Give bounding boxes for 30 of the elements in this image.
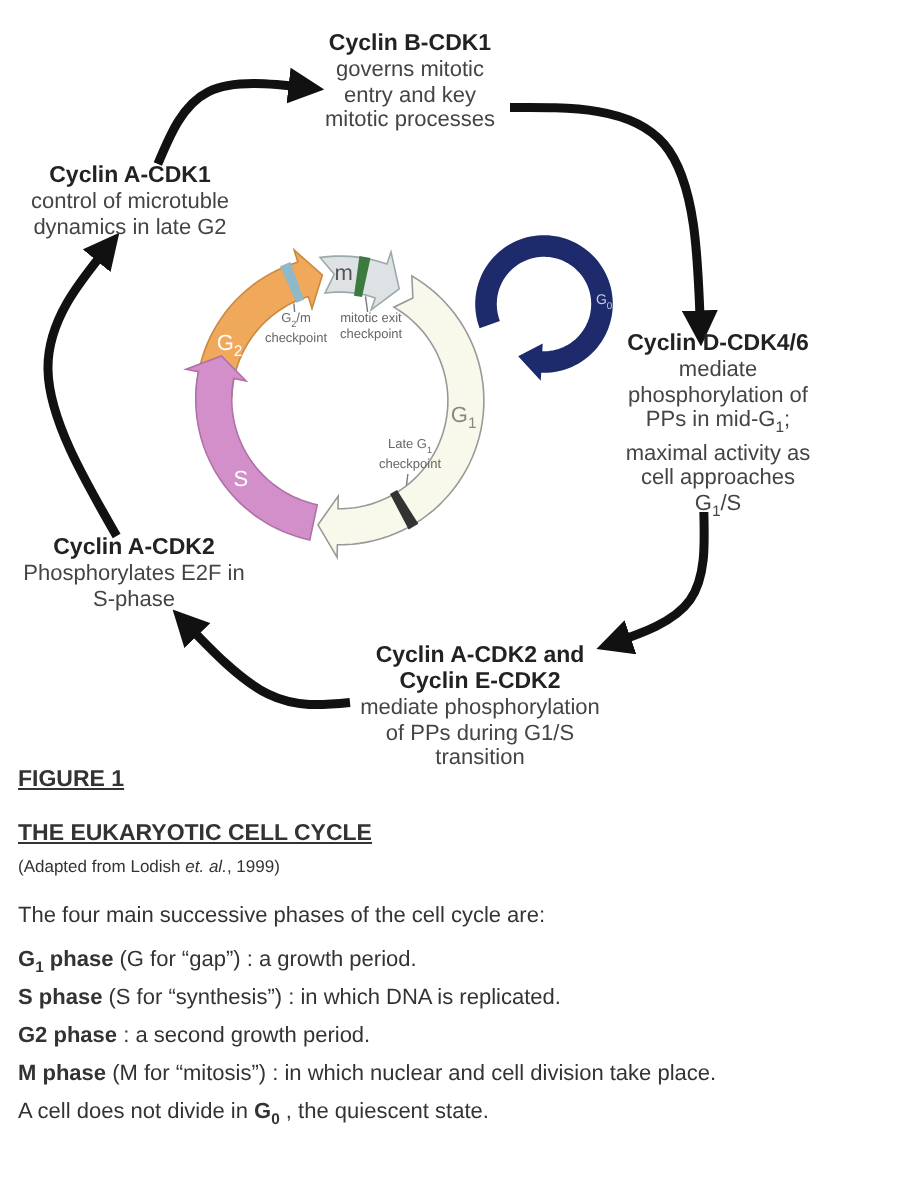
arrow — [153, 67, 325, 166]
body-text: A cell does not divide in G$_{0}$ , the quiescent state. — [18, 1100, 489, 1129]
phase-label: m — [334, 262, 353, 287]
complex-description: Phosphorylates E2F in S-phase — [21, 562, 247, 612]
source-note: (Adapted from Lodish et. al., 1999) — [18, 856, 280, 876]
heading: THE EUKARYOTIC CELL CYCLE — [18, 822, 372, 846]
complex-description: control of microtuble dynamics in late G2 — [28, 190, 232, 240]
body-text: The four main successive phases of the cell cycle are: — [18, 904, 546, 928]
complex-name: Cyclin A-CDK2 and Cyclin E-CDK2 — [373, 644, 587, 696]
leader-line — [293, 302, 296, 313]
phase-label: S — [233, 468, 249, 493]
body-text: M phase (M for “mitosis”) : in which nuclear and cell division take place. — [18, 1062, 717, 1086]
complex-description: mediate phosphorylation of PPs during G1/S transition — [358, 696, 602, 771]
arrow — [172, 609, 351, 710]
complex-name: Cyclin A-CDK1 — [47, 164, 213, 190]
complex-name: Cyclin B-CDK1 — [326, 32, 494, 58]
body-text: G$_{1}$ phase (G for “gap”) : a growth period. — [18, 948, 417, 977]
complex-description: governs mitotic entry and key mitotic processes — [323, 58, 497, 133]
heading: FIGURE 1 — [18, 768, 125, 792]
complex-name: Cyclin D-CDK4/6 — [625, 332, 811, 358]
arrow — [43, 232, 121, 539]
arrow — [596, 511, 709, 655]
body-text: G2 phase : a second growth period. — [18, 1024, 371, 1048]
arrow — [509, 103, 718, 347]
complex-name: Cyclin A-CDK2 — [51, 536, 217, 562]
leader-line — [364, 295, 369, 313]
body-text: S phase (S for “synthesis”) : in which DNA is replicated. — [18, 986, 561, 1010]
phase-label: G$_{2}$ — [216, 332, 243, 366]
complex-description: mediate phosphorylation of PPs in mid-G$_{1}$; maximal activity as cell approaches G$_{1}$/S — [623, 358, 813, 524]
phase-label: G$_{1}$ — [450, 404, 477, 438]
